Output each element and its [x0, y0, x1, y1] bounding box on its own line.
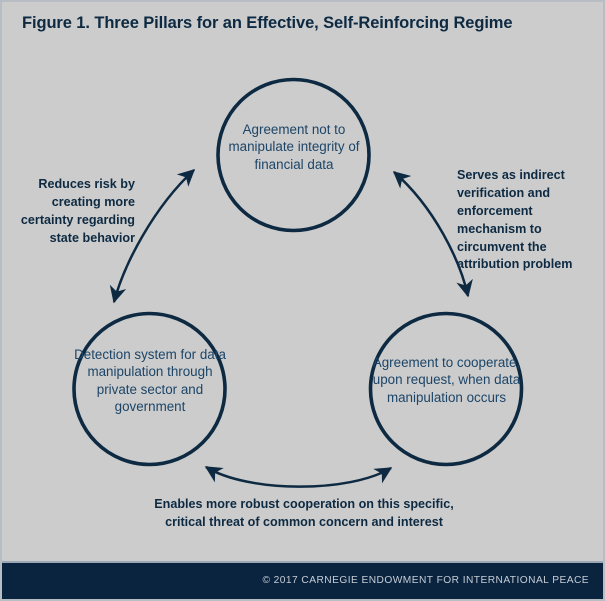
node-bottom-right-label: Agreement to cooperate, upon request, wh…: [372, 355, 521, 405]
edge-left-arrow: [109, 169, 196, 304]
figure-title: Figure 1. Three Pillars for an Effective…: [22, 14, 513, 32]
edge-left-label: Reduces risk by creating more certainty …: [20, 177, 135, 245]
footer-bar: © 2017 CARNEGIE ENDOWMENT FOR INTERNATIO…: [2, 561, 603, 599]
edge-bottom-label: Enables more robust cooperation on this …: [154, 497, 454, 529]
copyright-text: © 2017 CARNEGIE ENDOWMENT FOR INTERNATIO…: [262, 575, 589, 586]
node-top-label: Agreement not to manipulate integrity of…: [228, 122, 360, 172]
node-bottom-right-circle: [368, 311, 524, 467]
edge-bottom-arrow: [204, 465, 393, 488]
node-bottom-left-label: Detection system for data manipulation t…: [74, 347, 226, 415]
node-bottom-left-circle: [72, 311, 227, 467]
edge-right-arrow: [392, 171, 473, 298]
edge-right-label: Serves as indirect verification and enfo…: [457, 168, 573, 272]
node-top-circle: [216, 77, 371, 233]
